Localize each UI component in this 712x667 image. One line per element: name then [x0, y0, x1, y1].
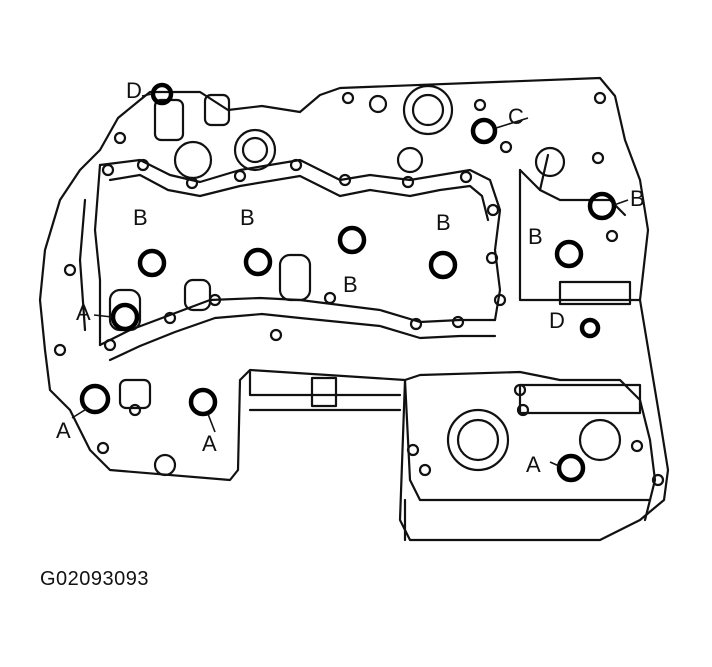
- cylinder-center: [278, 253, 312, 302]
- center-channel: [248, 370, 402, 412]
- marker-c: [470, 117, 498, 145]
- right-bore: [558, 280, 632, 306]
- marker-b-mid: [243, 247, 273, 277]
- figure-id: G02093093: [40, 568, 150, 590]
- left-rail: [93, 163, 102, 347]
- label-c: C: [508, 104, 524, 129]
- marker-b-right-top: [337, 225, 367, 255]
- marker-a-right: [556, 453, 586, 483]
- marker-a-left-top: [110, 302, 140, 332]
- marker-a-mid-bottom: [188, 387, 218, 417]
- tube: [538, 153, 550, 192]
- upper-right-channel: [518, 168, 627, 217]
- label-a-mid-bottom: A: [202, 431, 217, 456]
- center-port: [310, 376, 338, 408]
- bore-mid-upper: [396, 146, 424, 174]
- gasket-channel-top-inner: [108, 173, 490, 222]
- bore-bottom-large: [446, 408, 510, 472]
- label-a-left-top: A: [76, 300, 91, 325]
- bolt-holes: [53, 91, 665, 487]
- label-b-left: B: [133, 205, 148, 230]
- label-d-right: D: [549, 308, 565, 333]
- marker-b-center: [428, 250, 458, 280]
- bore-top-large-inner: [411, 93, 445, 127]
- label-a-left-bottom: A: [56, 418, 71, 443]
- bore-tube-end: [534, 146, 566, 178]
- bore-bottom-large-inner: [456, 418, 500, 462]
- valve-d-top: [153, 98, 185, 142]
- marker-b-right-low: [554, 239, 584, 269]
- label-d-top: D: [126, 78, 142, 103]
- cylinder-mid: [183, 278, 212, 312]
- valve-top-2: [203, 93, 231, 127]
- label-b-right-top: B: [436, 210, 451, 235]
- bore-top-left: [233, 128, 277, 172]
- label-b-center: B: [343, 272, 358, 297]
- base-plate: [403, 498, 652, 542]
- right-channel: [518, 168, 642, 302]
- marker-b-far-right: [587, 191, 617, 221]
- marker-d-right: [579, 317, 601, 339]
- lower-right-block: [403, 370, 657, 502]
- bore-left-upper: [173, 140, 213, 180]
- cylinder-bottom-left: [118, 378, 152, 410]
- bore-top-left-inner: [241, 136, 269, 164]
- label-a-right: A: [526, 452, 541, 477]
- leader-lines: [71, 93, 629, 467]
- gasket-channel-top: [98, 158, 502, 322]
- bore-top-large: [402, 84, 454, 136]
- label-b-far-right: B: [630, 186, 645, 211]
- marker-d-top: [150, 82, 174, 106]
- lower-bore: [518, 383, 642, 415]
- label-b-mid: B: [240, 205, 255, 230]
- marker-a-left-bottom: [79, 383, 111, 415]
- marker-b-left: [137, 248, 167, 278]
- gasket-channel-bottom-inner: [108, 312, 497, 362]
- left-rail-inner: [78, 198, 87, 332]
- callout-labels: D C B B B B B B A D A A A: [56, 78, 645, 477]
- label-b-right-low: B: [528, 224, 543, 249]
- bore-bottom-right: [578, 418, 622, 462]
- callout-markers: [79, 82, 617, 483]
- upper-body-outline: [38, 76, 670, 542]
